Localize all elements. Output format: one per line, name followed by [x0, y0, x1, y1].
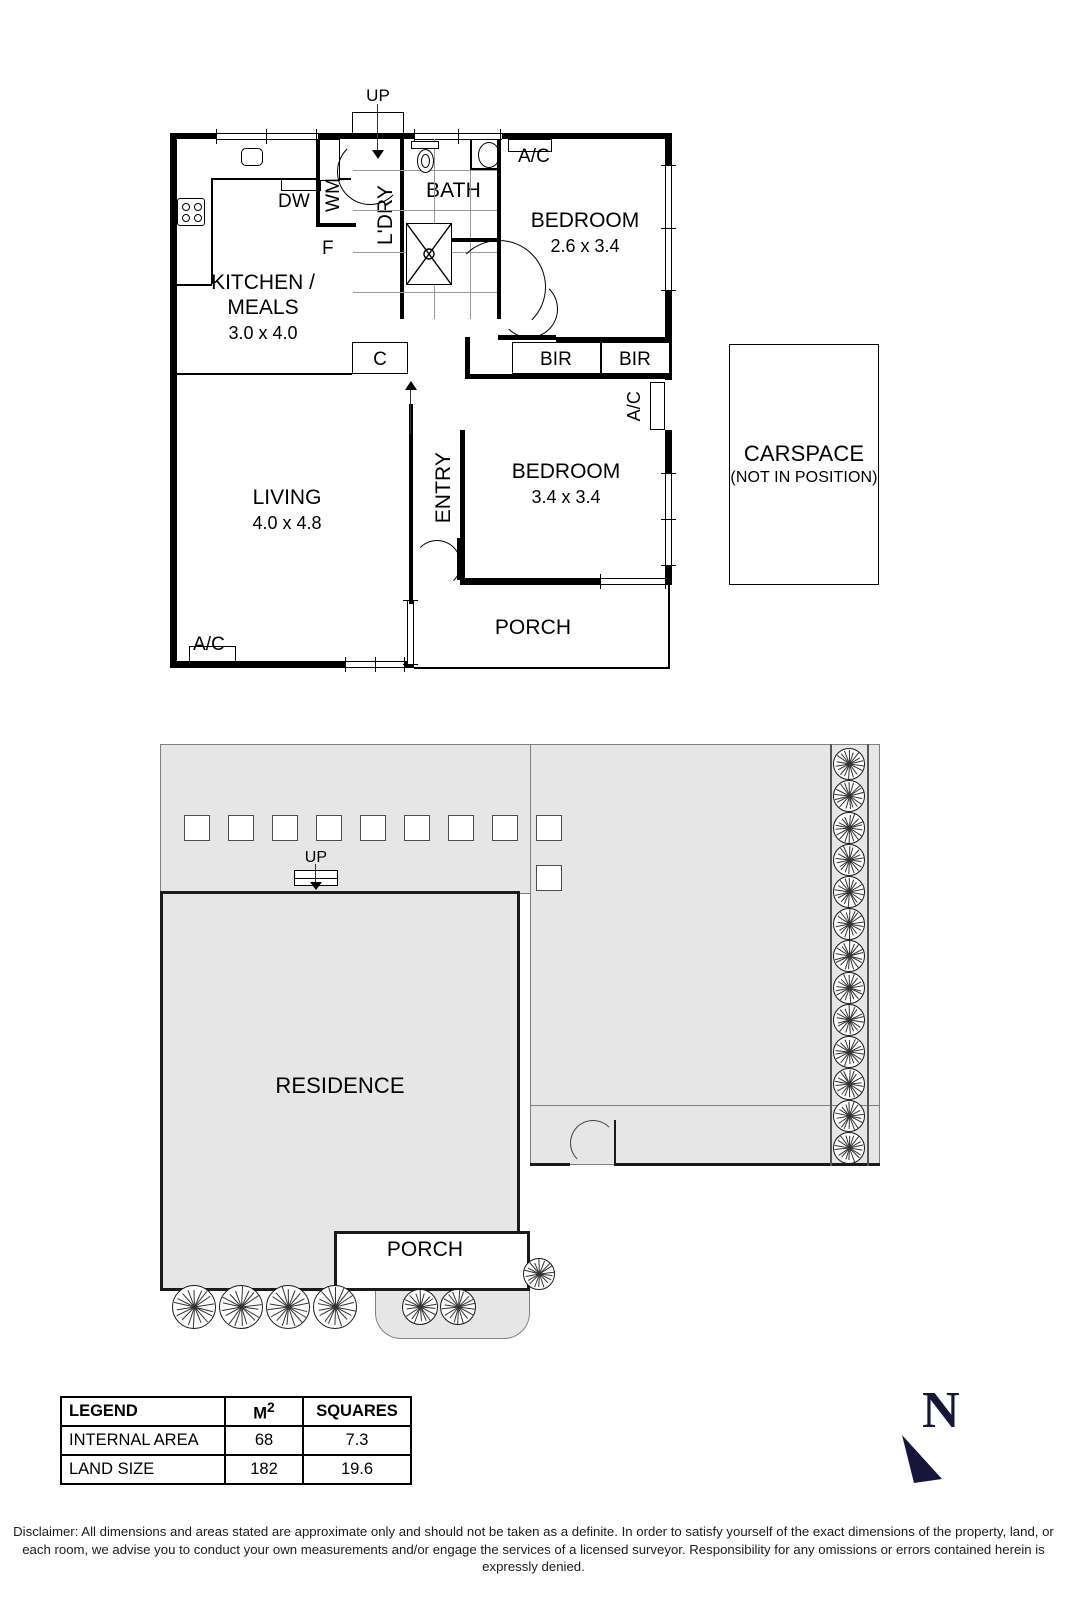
- residence-label: RESIDENCE: [275, 1073, 404, 1099]
- disclaimer-text: Disclaimer: All dimensions and areas sta…: [8, 1523, 1059, 1576]
- rear-yard-bottom-edge-2: [615, 1163, 880, 1166]
- paver-extra: [536, 865, 562, 891]
- boundary-shrub: [833, 812, 865, 844]
- legend-row-internal-area-m2: 68: [225, 1426, 303, 1455]
- legend-row-internal-area-squares: 7.3: [303, 1426, 411, 1455]
- table-row: LAND SIZE 182 19.6: [61, 1455, 411, 1484]
- boundary-shrub: [833, 1132, 865, 1164]
- garden-shrub: [402, 1289, 438, 1325]
- north-label: N: [922, 1385, 960, 1437]
- legend-row-land-size-name: LAND SIZE: [61, 1455, 225, 1484]
- hedge-boundary-line: [830, 744, 832, 1166]
- front-shrub: [219, 1285, 263, 1329]
- paver: [184, 815, 210, 841]
- site-up-arrow-head: [310, 882, 322, 890]
- side-shrub: [523, 1258, 555, 1290]
- paver: [228, 815, 254, 841]
- legend-header-m2: M2: [225, 1397, 303, 1426]
- legend-header-squares: SQUARES: [303, 1397, 411, 1426]
- porch-label-siteplan: PORCH: [387, 1238, 463, 1262]
- rear-yard-bottom-edge: [530, 1163, 570, 1166]
- rear-door-swing: [570, 1120, 616, 1166]
- front-shrub: [266, 1285, 310, 1329]
- boundary-shrub: [833, 1004, 865, 1036]
- boundary-shrub: [833, 972, 865, 1004]
- paver: [404, 815, 430, 841]
- paver: [316, 815, 342, 841]
- rear-door-jamb: [614, 1120, 616, 1166]
- boundary-shrub: [833, 1068, 865, 1100]
- front-shrub: [172, 1285, 216, 1329]
- front-shrub: [313, 1285, 357, 1329]
- boundary-shrub: [833, 1036, 865, 1068]
- north-arrow-icon: [900, 1431, 960, 1486]
- north-compass: N: [900, 1385, 1010, 1485]
- hedge-boundary-line-outer: [867, 744, 869, 1166]
- boundary-shrub: [833, 1100, 865, 1132]
- legend-row-land-size-squares: 19.6: [303, 1455, 411, 1484]
- boundary-shrub: [833, 780, 865, 812]
- boundary-shrub: [833, 876, 865, 908]
- boundary-shrub: [833, 940, 865, 972]
- boundary-shrub: [833, 844, 865, 876]
- table-row: INTERNAL AREA 68 7.3: [61, 1426, 411, 1455]
- legend-row-internal-area-name: INTERNAL AREA: [61, 1426, 225, 1455]
- paver: [448, 815, 474, 841]
- paver: [272, 815, 298, 841]
- legend-table: LEGEND M2 SQUARES INTERNAL AREA 68 7.3 L…: [60, 1396, 412, 1485]
- paver: [536, 815, 562, 841]
- site-lot-right: [530, 744, 880, 1164]
- legend-header-name: LEGEND: [61, 1397, 225, 1426]
- legend-header-row: LEGEND M2 SQUARES: [61, 1397, 411, 1426]
- site-plan-drawing: UP RESIDENCE PORCH: [0, 0, 1067, 1400]
- boundary-shrub: [833, 908, 865, 940]
- paver: [492, 815, 518, 841]
- garden-shrub: [440, 1289, 476, 1325]
- legend-row-land-size-m2: 182: [225, 1455, 303, 1484]
- paver: [360, 815, 386, 841]
- boundary-shrub: [833, 748, 865, 780]
